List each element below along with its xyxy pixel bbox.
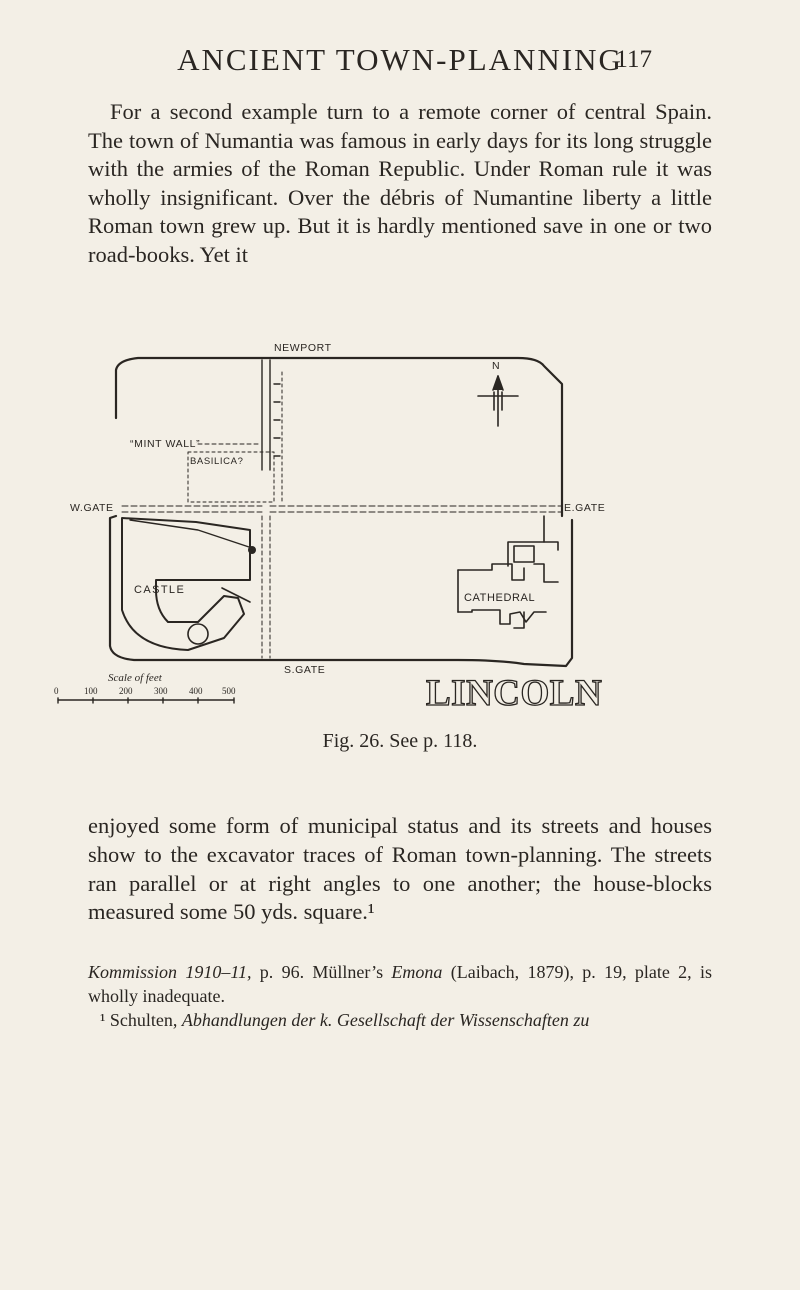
central-street-upper <box>261 359 281 471</box>
footnotes: Kommission 1910–11, p. 96. Müllner’s Emo… <box>88 960 712 1032</box>
scale-tick: 500 <box>222 686 236 696</box>
lincoln-plan-figure: NEWPORT N “MINT WALL” BASILICA? W.GATE E… <box>38 340 698 760</box>
mint-wall-label: “MINT WALL” <box>130 438 201 450</box>
footnote-1: ¹ Schulten, Abhandlungen der k. Gesellsc… <box>88 1008 712 1032</box>
castle-label: CASTLE <box>134 584 186 596</box>
scale-tick: 400 <box>189 686 203 696</box>
north-gate-label: NEWPORT <box>274 342 332 354</box>
scale-title: Scale of feet <box>108 672 162 684</box>
east-gate-label: E.GATE <box>564 502 606 514</box>
cathedral-outline <box>457 515 559 629</box>
scale-tick: 100 <box>84 686 98 696</box>
footnote-title: Emona <box>391 962 443 982</box>
scale-tick: 300 <box>154 686 168 696</box>
lincoln-plan-map <box>57 356 574 704</box>
scale-tick: 200 <box>119 686 133 696</box>
scale-bar <box>57 697 235 704</box>
footnote-text: p. 96. Müllner’s <box>251 962 392 982</box>
north-arrow-label: N <box>492 360 501 372</box>
castle-tower-south <box>187 623 209 645</box>
footnote-text: (Laibach, 1879), p. 19, plate 2, is whol… <box>88 962 712 1006</box>
central-street-lower <box>261 515 271 659</box>
running-header: ANCIENT TOWN-PLANNING 117 <box>0 42 800 82</box>
footnote-text: Schulten, <box>105 1010 182 1030</box>
footnote-title: Abhandlungen der k. Gesellschaft der Wis… <box>181 1010 590 1030</box>
lower-town-wall <box>108 514 574 668</box>
castle-tower-east <box>248 546 256 554</box>
footnote-continued: Kommission 1910–11, p. 96. Müllner’s Emo… <box>88 960 712 1008</box>
page-number: 117 <box>615 46 652 73</box>
town-title: LINCOLN <box>425 672 603 714</box>
west-gate-label: W.GATE <box>70 502 114 514</box>
scale-tick: 0 <box>54 686 59 696</box>
cathedral-label: CATHEDRAL <box>464 592 536 604</box>
body-paragraph-bottom: enjoyed some form of municipal status an… <box>88 813 712 925</box>
upper-town-wall <box>114 356 564 518</box>
north-arrow-icon <box>477 375 519 427</box>
south-gate-label: S.GATE <box>284 664 326 676</box>
figure-caption: Fig. 26. See p. 118. <box>322 730 478 752</box>
footnote-mark: ¹ <box>100 1010 106 1030</box>
basilica-label: BASILICA? <box>190 456 244 467</box>
running-title: ANCIENT TOWN-PLANNING <box>177 42 623 77</box>
basilica-outline <box>187 451 275 503</box>
footnote-title: Kommission 1910–11, <box>88 962 252 982</box>
castle-outline <box>121 517 251 651</box>
body-paragraph-top: For a second example turn to a remote co… <box>88 99 712 267</box>
west-east-street <box>121 505 563 513</box>
